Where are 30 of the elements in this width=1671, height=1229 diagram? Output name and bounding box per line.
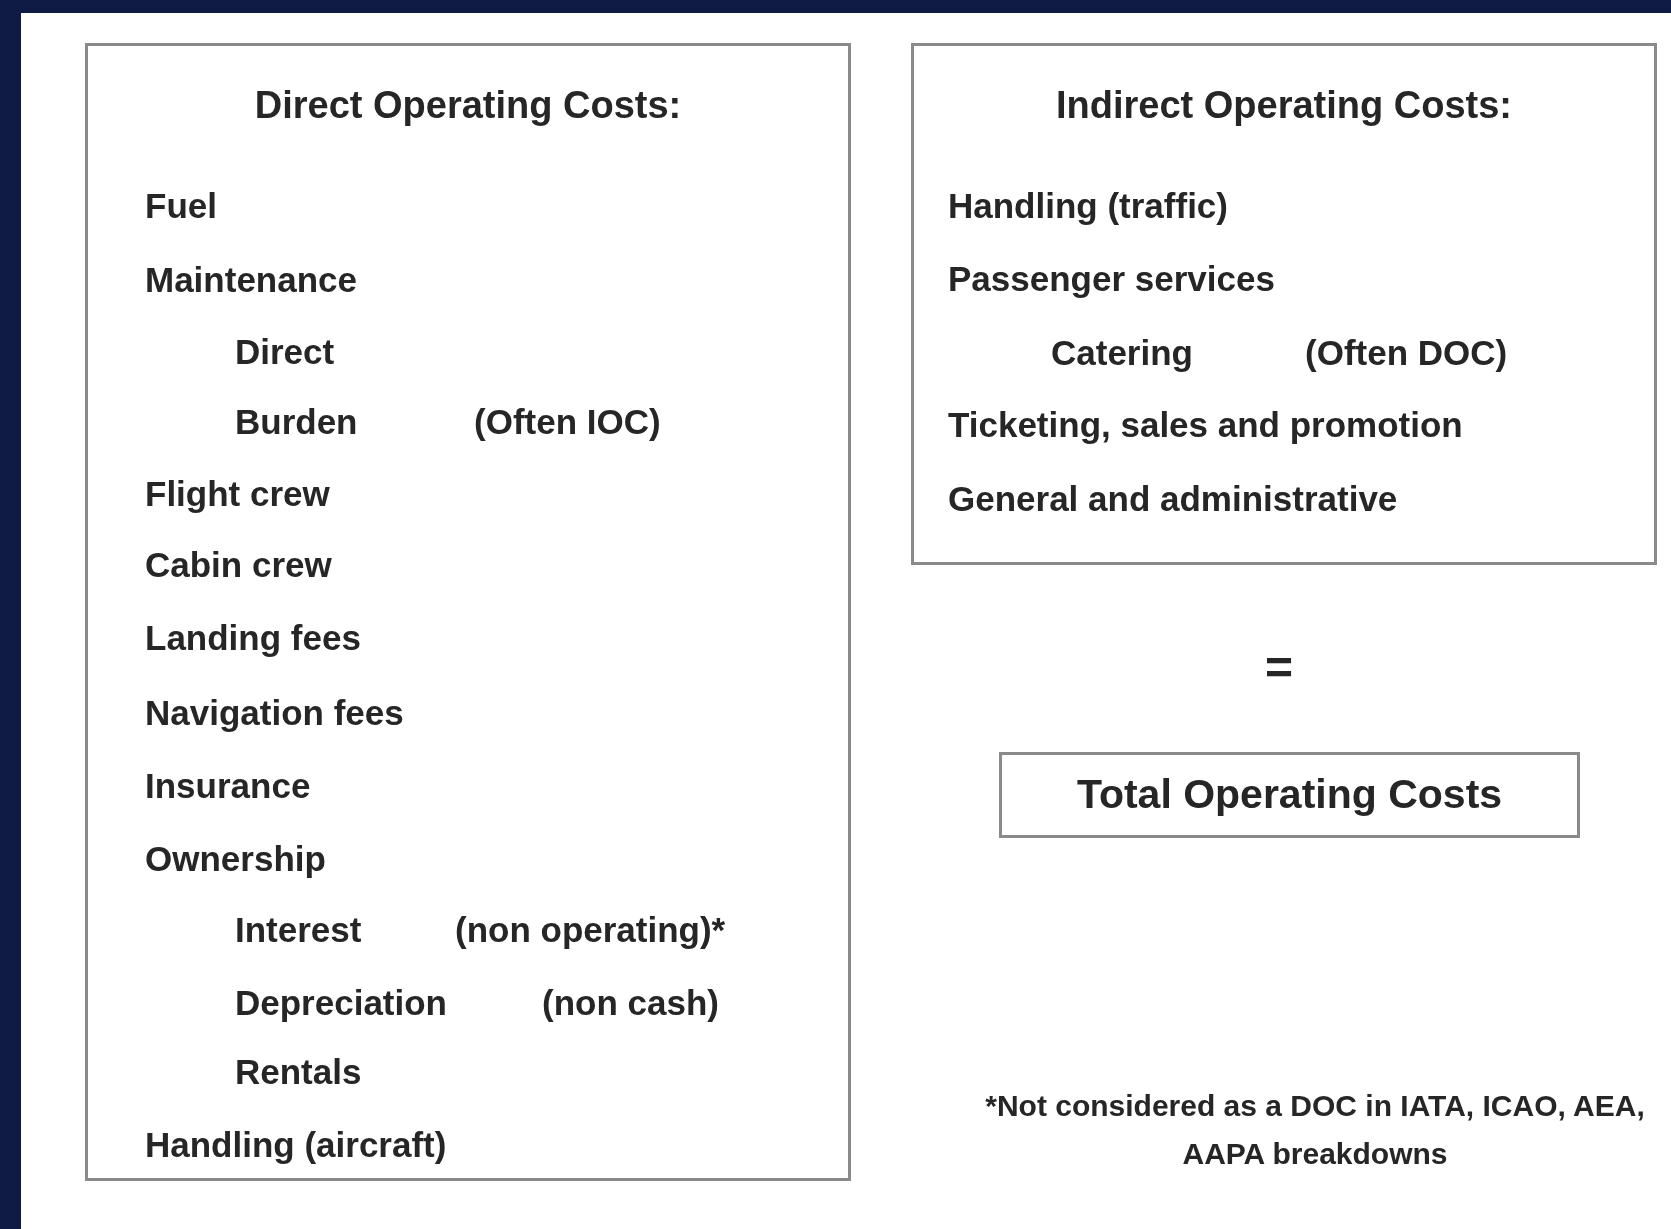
cost-item: Fuel — [145, 185, 217, 228]
cost-item: Ownership — [145, 838, 326, 881]
cost-item: Handling (aircraft) — [145, 1124, 447, 1167]
cost-item: Navigation fees — [145, 692, 404, 735]
box-heading: Indirect Operating Costs: — [1054, 83, 1514, 128]
cost-item: Maintenance — [145, 259, 357, 302]
total-box: Total Operating Costs — [999, 752, 1580, 838]
box-heading: Direct Operating Costs: — [253, 83, 683, 128]
cost-item: Cabin crew — [145, 544, 332, 587]
cost-item: General and administrative — [948, 478, 1398, 521]
cost-list-box — [85, 43, 851, 1181]
item-note: (non operating)* — [455, 909, 726, 952]
item-note: (Often IOC) — [474, 401, 661, 444]
cost-list-box — [911, 43, 1657, 565]
cost-item: Landing fees — [145, 617, 361, 660]
cost-item: Insurance — [145, 765, 311, 808]
cost-item: Flight crew — [145, 473, 330, 516]
item-note: (non cash) — [542, 982, 719, 1025]
cost-item: Catering — [1051, 332, 1193, 375]
cost-item: Ticketing, sales and promotion — [948, 404, 1463, 447]
cost-item: Burden — [235, 401, 358, 444]
item-note: (Often DOC) — [1305, 332, 1508, 375]
cost-item: Handling (traffic) — [948, 185, 1228, 228]
cost-item: Passenger services — [948, 258, 1275, 301]
equals-sign: = — [1264, 644, 1294, 692]
cost-item: Rentals — [235, 1051, 362, 1094]
cost-item: Direct — [235, 331, 335, 374]
footnote: *Not considered as a DOC in IATA, ICAO, AEA, AAPA breakdowns — [984, 1088, 1646, 1172]
cost-item: Interest — [235, 909, 362, 952]
cost-item: Depreciation — [235, 982, 447, 1025]
